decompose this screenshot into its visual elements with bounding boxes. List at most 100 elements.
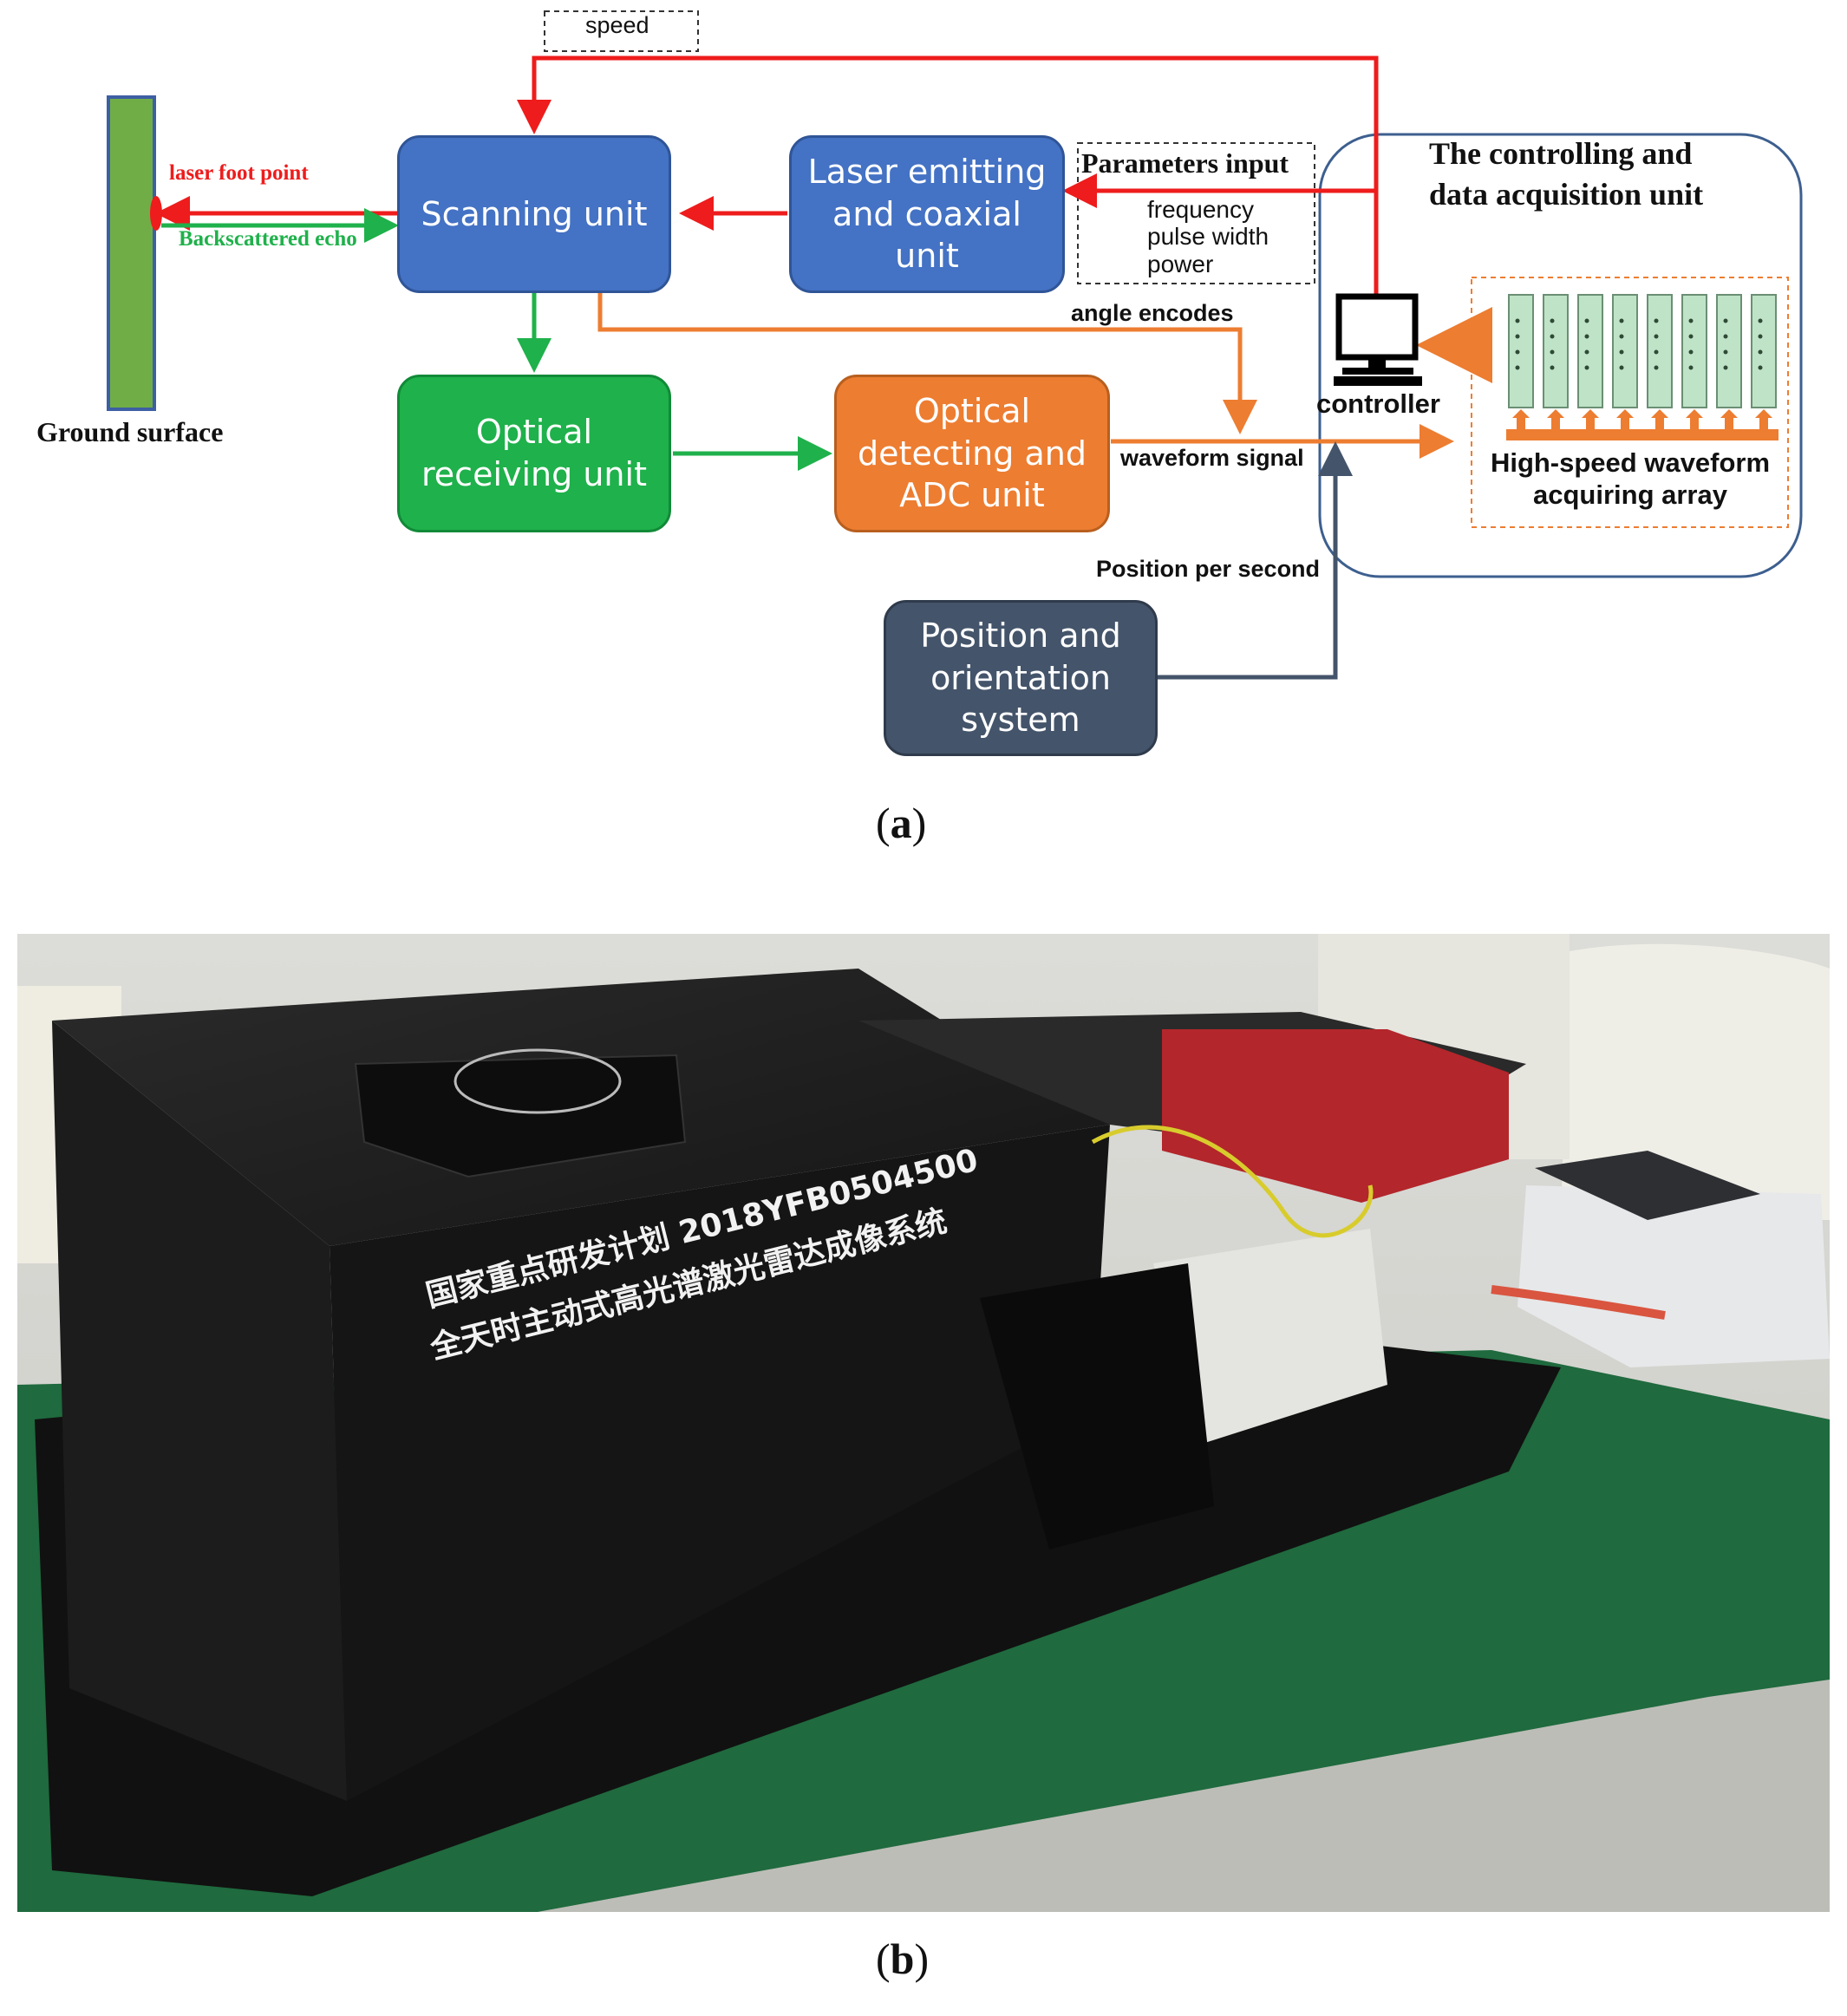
photo-red-laser-module [1162, 1029, 1509, 1203]
card-led [1654, 349, 1659, 355]
photo-white-module [1153, 1229, 1387, 1445]
card-input-arrow [1582, 409, 1599, 429]
card-led [1758, 318, 1763, 323]
photo-black-box [980, 1263, 1214, 1550]
card-led [1619, 318, 1624, 323]
acquisition-card [1612, 294, 1638, 408]
card-led [1550, 318, 1555, 323]
card-input-arrow [1651, 409, 1668, 429]
photo-yellow-cable [1091, 1125, 1374, 1238]
caption-a: (a) [876, 799, 927, 847]
param-power: power [1147, 251, 1214, 277]
card-led [1758, 334, 1763, 339]
card-led [1619, 349, 1624, 355]
optical-detecting-box: Optical detecting and ADC unit [834, 375, 1110, 532]
ground-surface-bar [107, 95, 156, 411]
control-unit-region [1318, 133, 1803, 578]
param-frequency: frequency [1147, 196, 1254, 223]
photo-raised-lid [354, 1054, 687, 1178]
photo-housing-front [330, 1125, 1110, 1801]
laser-foot-point-marker [150, 196, 162, 231]
card-led [1688, 365, 1694, 370]
controller-label: controller [1316, 388, 1440, 419]
card-led [1723, 349, 1728, 355]
card-led [1688, 318, 1694, 323]
card-led [1723, 318, 1728, 323]
position-per-second-label: Position per second [1096, 556, 1321, 582]
system-diagram [107, 10, 1803, 680]
caption-a-letter: a [890, 799, 912, 847]
acquisition-card [1647, 294, 1673, 408]
acquisition-card [1508, 294, 1534, 408]
array-bus-bar [1506, 429, 1778, 440]
control-unit-title: The controlling and data acquisition uni… [1429, 136, 1704, 212]
card-input-arrow [1512, 409, 1530, 429]
scanning-unit-box: Scanning unit [397, 135, 671, 293]
array-label: High-speed waveform acquiring array [1490, 447, 1771, 511]
system-photo: 国家重点研发计划 2018YFB0504500 全天时主动式高光谱激光雷达成像系… [17, 934, 1830, 1912]
speed-label-box [544, 10, 699, 52]
card-led [1550, 365, 1555, 370]
photo-illustration: 国家重点研发计划 2018YFB0504500 全天时主动式高光谱激光雷达成像系… [17, 934, 1830, 1912]
acquisition-card [1577, 294, 1603, 408]
acquisition-card [1751, 294, 1777, 408]
card-led [1550, 349, 1555, 355]
optical-detecting-label: Optical detecting and ADC unit [858, 392, 1087, 515]
card-led [1584, 334, 1589, 339]
card-led [1758, 365, 1763, 370]
card-input-arrow [1720, 409, 1738, 429]
acquisition-card [1716, 294, 1742, 408]
acquisition-cards [1508, 294, 1777, 429]
photo-floor [538, 1680, 1830, 1912]
card-input-arrow [1547, 409, 1564, 429]
card-led [1654, 334, 1659, 339]
card-led [1619, 365, 1624, 370]
acquisition-card [1543, 294, 1569, 408]
card-input-arrow [1755, 409, 1772, 429]
angle-encodes-arrow [597, 293, 1257, 434]
photo-university-emblem [454, 1048, 622, 1114]
card-input-arrow [1686, 409, 1703, 429]
scanning-unit-label: Scanning unit [421, 194, 648, 233]
photo-red-cables [1491, 1285, 1666, 1320]
laser-unit-label: Laser emitting and coaxial unit [807, 153, 1047, 276]
card-led [1515, 349, 1520, 355]
card-led [1550, 334, 1555, 339]
array-box [1471, 277, 1789, 528]
card-led [1515, 365, 1520, 370]
acquisition-card [1681, 294, 1707, 408]
card-led [1723, 334, 1728, 339]
laser-unit-box: Laser emitting and coaxial unit [789, 135, 1065, 293]
position-system-label: Position and orientation system [920, 617, 1121, 740]
card-led [1758, 349, 1763, 355]
backscattered-echo-label: Backscattered echo [179, 227, 357, 251]
waveform-signal-label: waveform signal [1120, 445, 1304, 471]
card-input-arrow [1616, 409, 1634, 429]
card-led [1584, 318, 1589, 323]
card-led [1515, 334, 1520, 339]
photo-housing-side [52, 1021, 347, 1801]
card-led [1515, 318, 1520, 323]
card-led [1584, 365, 1589, 370]
angle-encodes-label: angle encodes [1071, 300, 1234, 326]
card-led [1688, 334, 1694, 339]
optical-receiving-label: Optical receiving unit [421, 413, 647, 493]
caption-b-letter: b [890, 1934, 915, 1983]
card-led [1688, 349, 1694, 355]
controller-monitor-icon [1334, 293, 1422, 386]
ground-surface-label: Ground surface [36, 416, 224, 447]
card-led [1619, 334, 1624, 339]
parameters-input-label: Parameters input [1081, 147, 1289, 179]
param-pulse-width: pulse width [1147, 223, 1269, 250]
photo-acquisition-chassis [1517, 1185, 1830, 1367]
position-system-box: Position and orientation system [884, 600, 1158, 756]
card-led [1654, 365, 1659, 370]
parameters-box [1077, 142, 1315, 284]
card-led [1654, 318, 1659, 323]
card-led [1723, 365, 1728, 370]
photo-chair-right [1561, 943, 1830, 1220]
laser-foot-point-label: laser foot point [169, 161, 309, 185]
card-led [1584, 349, 1589, 355]
optical-receiving-box: Optical receiving unit [397, 375, 671, 532]
position-arrow [1154, 441, 1353, 680]
